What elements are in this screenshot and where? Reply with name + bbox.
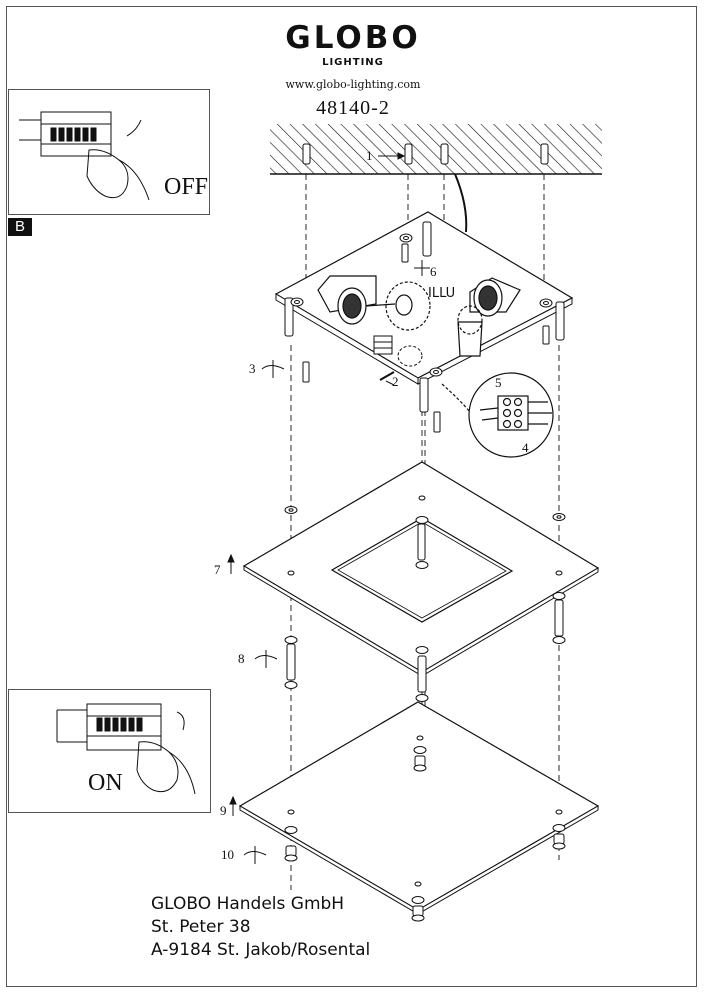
spacer-posts (284, 523, 566, 702)
brand-website: www.globo-lighting.com (285, 78, 421, 91)
spotlight-right (457, 277, 521, 357)
step-6-label: 6 (430, 264, 437, 279)
mounting-screws (302, 243, 550, 433)
brand-subtitle: LIGHTING (322, 57, 384, 68)
step-7-label: 7 (214, 562, 221, 577)
fixing-holes (290, 233, 553, 377)
step-4-label: 4 (522, 440, 529, 455)
ceiling (270, 124, 602, 175)
step-9-label: 9 (220, 803, 227, 818)
step-a-panel: OFF (8, 89, 210, 215)
power-cable (454, 173, 468, 233)
company-name: GLOBO Handels GmbH (151, 894, 345, 914)
ceiling-anchors (302, 143, 549, 165)
frame-panel (242, 461, 600, 677)
company-street: St. Peter 38 (151, 917, 251, 937)
mounting-bolts (284, 221, 565, 413)
plate-terminal-block (373, 335, 423, 381)
model-number: 48140-2 (316, 97, 390, 119)
illu-label: ILLU (428, 286, 455, 301)
decorative-knobs (284, 735, 566, 922)
brand-logo: GLOBO (285, 20, 421, 56)
step-5-label: 5 (495, 375, 502, 390)
wiring-detail-circle (441, 372, 554, 458)
company-city: A-9184 St. Jakob/Rosental (151, 940, 371, 960)
step-c-panel: ON (8, 689, 211, 813)
step-b-badge: B (8, 218, 32, 236)
step-8-label: 8 (238, 651, 245, 666)
step-markers (227, 152, 430, 864)
off-label: OFF (164, 174, 209, 200)
switch-on-hand-illustration (56, 703, 196, 795)
step-1-label: 1 (366, 148, 373, 163)
step-2-label: 2 (392, 374, 399, 389)
washers-top (284, 495, 566, 576)
on-label: ON (88, 770, 123, 796)
page-frame (6, 6, 697, 987)
step-10-label: 10 (221, 847, 234, 862)
step-3-label: 3 (249, 361, 256, 376)
spotlight-left (317, 275, 431, 331)
base-plate (274, 211, 574, 385)
switch-off-hand-illustration (19, 111, 150, 201)
